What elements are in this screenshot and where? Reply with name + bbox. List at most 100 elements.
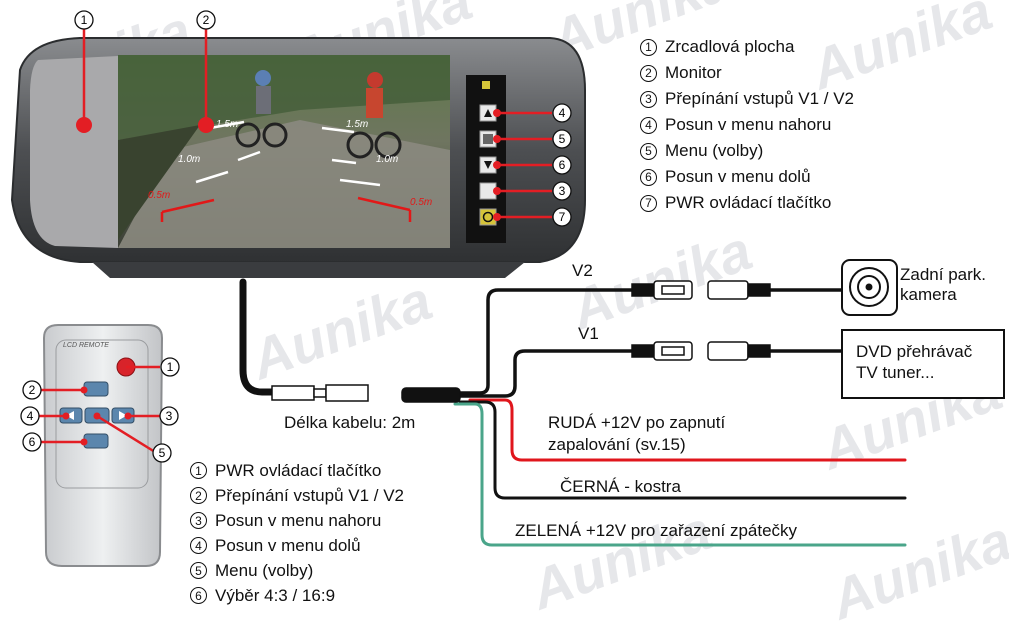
cyclist-left xyxy=(235,70,288,148)
callout-badges: 1 2 4 5 6 3 7 xyxy=(74,10,572,227)
legend-number: 3 xyxy=(190,512,207,529)
camera-label: Zadní park. kamera xyxy=(900,265,986,304)
legend-item: 4 Posun v menu nahoru xyxy=(640,112,854,138)
red-wire-label-line2: zapalování (sv.15) xyxy=(548,435,686,454)
watermark: Aunika xyxy=(821,508,1009,622)
remote-aspect-button[interactable] xyxy=(83,433,109,449)
legend-number: 5 xyxy=(190,562,207,579)
rca-connectors-v2 xyxy=(631,280,771,300)
remote-input-button[interactable] xyxy=(83,381,109,397)
remote-control: LCD REMOTE 1 2 4 3 xyxy=(20,324,180,567)
legend-item: 5 Menu (volby) xyxy=(190,558,404,583)
mirror-surface xyxy=(30,56,118,248)
callout-number: 3 xyxy=(559,184,566,198)
callout-number: 5 xyxy=(159,446,166,460)
legend-item: 4 Posun v menu dolů xyxy=(190,533,404,558)
dvd-label-line2: TV tuner... xyxy=(856,363,935,382)
legend-text: Monitor xyxy=(665,63,722,82)
rear-camera xyxy=(841,259,898,316)
green-wire xyxy=(453,402,907,547)
callout-number: 7 xyxy=(559,210,566,224)
callout-number: 2 xyxy=(29,383,36,397)
dvd-label-line1: DVD přehrávač xyxy=(856,342,973,361)
legend-text: Posun v menu dolů xyxy=(215,536,361,555)
arrow-down-icon xyxy=(484,161,492,169)
rca-connectors-v1 xyxy=(631,341,771,361)
legend-text: Zrcadlová plocha xyxy=(665,37,795,56)
callout-leaders xyxy=(82,29,552,219)
v2-label: V2 xyxy=(572,261,593,280)
legend-text: Přepínání vstupů V1 / V2 xyxy=(665,89,855,108)
callout-number: 1 xyxy=(167,360,174,374)
legend-number: 7 xyxy=(640,194,657,212)
legend-text: Posun v menu nahoru xyxy=(215,511,382,530)
v1-cable xyxy=(438,349,634,398)
legend-item: 2 Monitor xyxy=(640,60,854,86)
callout-number: 1 xyxy=(81,13,88,27)
distance-label: 0.5m xyxy=(148,190,170,201)
remote-title: LCD REMOTE xyxy=(63,342,109,349)
legend-number: 1 xyxy=(190,462,207,479)
legend-text: PWR ovládací tlačítko xyxy=(665,193,832,212)
watermark: Aunika xyxy=(521,498,720,622)
distance-label: 0.5m xyxy=(410,197,432,208)
legend-number: 2 xyxy=(640,64,657,82)
red-wire xyxy=(468,398,907,462)
legend-text: Přepínání vstupů V1 / V2 xyxy=(215,486,405,505)
legend-text: Menu (volby) xyxy=(665,141,764,160)
legend-number: 6 xyxy=(640,168,657,186)
callout-number: 2 xyxy=(203,13,210,27)
legend-text: Výběr 4:3 / 16:9 xyxy=(215,586,336,605)
legend-number: 4 xyxy=(190,537,207,554)
legend-item: 6 Výběr 4:3 / 16:9 xyxy=(190,583,404,608)
watermark: Aunika xyxy=(241,268,440,392)
cabling xyxy=(239,278,907,547)
callout-number: 3 xyxy=(166,409,173,423)
remote-callout-badges: 1 2 4 3 5 6 xyxy=(20,357,180,463)
legend-text: Menu (volby) xyxy=(215,561,314,580)
distance-label: 1.5m xyxy=(346,119,368,130)
legend-item: 1 Zrcadlová plocha xyxy=(640,34,854,60)
distance-label: 1.0m xyxy=(376,154,398,165)
legend-number: 1 xyxy=(640,38,657,56)
callout-number: 6 xyxy=(559,158,566,172)
black-wire xyxy=(458,400,907,500)
monitor-cable xyxy=(239,278,276,396)
callout-number: 5 xyxy=(559,132,566,146)
green-wire-label: ZELENÁ +12V pro zařazení zpátečky xyxy=(515,521,798,540)
mirror-buttons[interactable] xyxy=(479,104,497,226)
cable-length-label: Délka kabelu: 2m xyxy=(284,413,416,432)
rearview-mirror: 1.5m 1.5m 1.0m 1.0m 0.5m 0.5m xyxy=(10,10,586,278)
dvd-box xyxy=(841,329,1005,399)
arrow-up-icon xyxy=(484,109,492,117)
mirror-legend: 1 Zrcadlová plocha 2 Monitor 3 Přepínání vs… xyxy=(640,34,854,216)
distance-label: 1.0m xyxy=(178,154,200,165)
harness-connectors xyxy=(271,384,461,403)
v1-label: V1 xyxy=(578,324,599,343)
legend-number: 4 xyxy=(640,116,657,134)
legend-text: Posun v menu dolů xyxy=(665,167,811,186)
legend-number: 3 xyxy=(640,90,657,108)
black-wire-label: ČERNÁ - kostra xyxy=(560,477,681,496)
legend-text: Posun v menu nahoru xyxy=(665,115,832,134)
legend-item: 7 PWR ovládací tlačítko xyxy=(640,190,854,216)
menu-icon xyxy=(483,134,493,144)
legend-item: 5 Menu (volby) xyxy=(640,138,854,164)
power-icon xyxy=(482,211,494,223)
cyclist-right xyxy=(346,72,402,159)
parking-guide-lines xyxy=(160,120,412,222)
legend-item: 3 Přepínání vstupů V1 / V2 xyxy=(640,86,854,112)
callout-dot xyxy=(198,117,214,133)
callout-number: 4 xyxy=(559,106,566,120)
legend-item: 2 Přepínání vstupů V1 / V2 xyxy=(190,483,404,508)
legend-number: 5 xyxy=(640,142,657,160)
legend-number: 6 xyxy=(190,587,207,604)
legend-item: 3 Posun v menu nahoru xyxy=(190,508,404,533)
distance-label: 1.5m xyxy=(216,119,238,130)
red-wire-label-line1: RUDÁ +12V po zapnutí xyxy=(548,413,726,432)
legend-number: 2 xyxy=(190,487,207,504)
callout-number: 6 xyxy=(29,435,36,449)
